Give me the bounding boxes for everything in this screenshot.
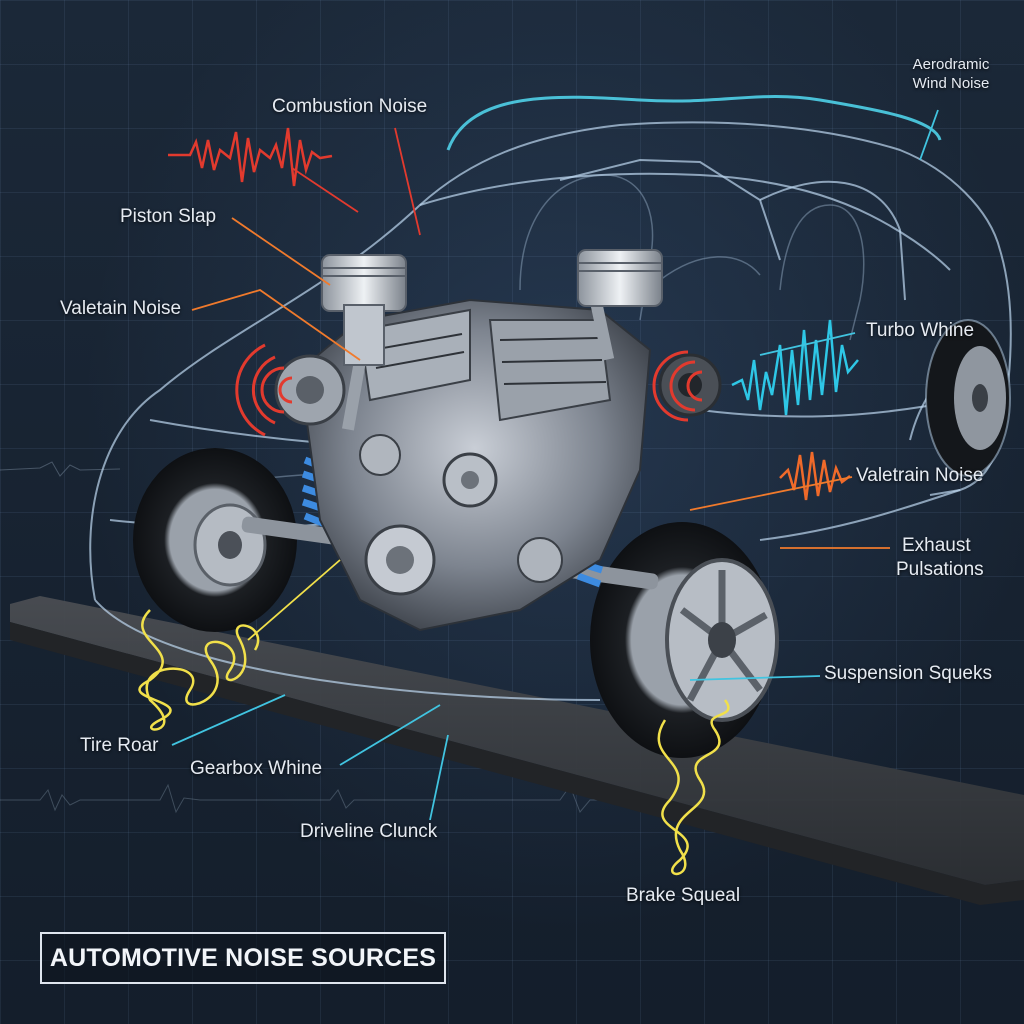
combustion-waveform [168,127,333,187]
turbocharger-left [274,354,346,426]
background-waveform [0,461,121,477]
airflow-line [446,95,942,151]
road-surface [10,596,1024,885]
title-box: AUTOMOTIVE NOISE SOURCES [40,932,446,984]
label-driveline-clunck: Driveline Clunck [300,821,438,842]
page-title: AUTOMOTIVE NOISE SOURCES [49,943,437,972]
label-valetain-noise: Valetain Noise [60,298,182,319]
engine-block [298,298,652,632]
label-aerodynamic-line2: Wind Noise [912,74,990,92]
label-turbo-whine: Turbo Whine [866,320,975,341]
brake-squeal-waveform [657,699,730,876]
label-brake-squeal: Brake Squeal [626,885,741,906]
tire-roar-waveform [138,609,260,731]
label-exhaust-line1: Exhaust [902,535,971,556]
label-combustion-noise: Combustion Noise [272,96,428,117]
valetrain-waveform [779,451,851,501]
label-piston-slap: Piston Slap [120,206,217,227]
label-valetrain-noise: Valetrain Noise [856,465,984,486]
label-aerodynamic-line1: Aerodramic [912,56,990,73]
rear-wheel [925,319,1011,477]
label-exhaust-line2: Pulsations [896,558,984,580]
piston-right [577,249,663,361]
sound-rings-left [235,343,293,437]
turbo-waveform [731,319,859,416]
label-aerodynamic-wind-noise: Aerodramic Wind Noise [896,56,1006,94]
front-left-wheel [133,448,297,632]
sound-rings-right [652,350,703,422]
front-right-wheel [590,522,779,758]
label-suspension-squeks: Suspension Squeks [824,663,992,684]
label-tire-roar: Tire Roar [80,735,159,756]
label-gearbox-whine: Gearbox Whine [190,758,323,779]
label-exhaust-pulsations: Exhaust Pulsations [896,534,1016,582]
leader-lines [171,109,939,821]
piston-left [321,254,407,431]
